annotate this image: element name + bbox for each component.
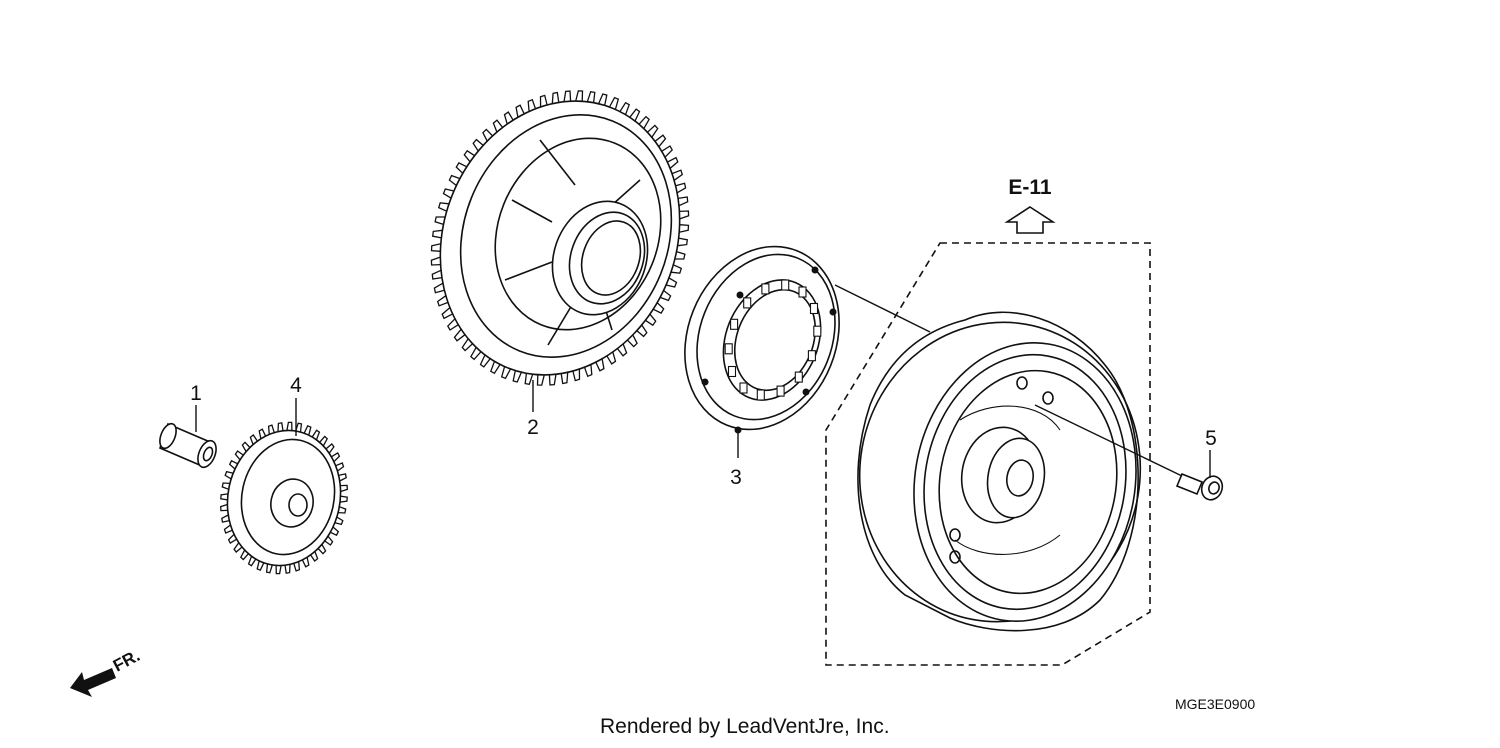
gear-tooth <box>678 196 689 207</box>
callout-3: 3 <box>730 466 742 489</box>
flywheel-rotor[interactable] <box>836 300 1164 644</box>
gear-tooth <box>524 373 534 386</box>
part-1-reduction-gear-shaft[interactable] <box>157 421 220 470</box>
part-2-starter-driven-gear[interactable] <box>400 65 720 412</box>
gear-tooth <box>671 169 684 181</box>
gear-tooth <box>436 295 449 307</box>
reference-label[interactable]: E-11 <box>1008 176 1052 199</box>
gear-tooth <box>256 560 265 572</box>
gear-tooth <box>295 422 303 433</box>
sprag-roller <box>798 286 807 298</box>
gear-tooth <box>563 90 572 102</box>
gear-tooth <box>433 282 445 294</box>
gear-tooth <box>338 506 347 514</box>
gear-tooth <box>338 473 347 482</box>
flywheel-group-outline <box>825 242 1151 666</box>
gear-tooth <box>548 374 557 386</box>
gear-tooth <box>220 503 228 512</box>
sprag-roller <box>807 350 816 362</box>
gear-tooth <box>512 370 522 383</box>
gear-tooth <box>583 364 593 378</box>
gear-tooth <box>619 101 631 115</box>
gear-tooth <box>572 368 581 382</box>
gear-tooth <box>527 98 537 112</box>
gear-tooth <box>303 424 312 436</box>
gear-tooth <box>675 182 687 194</box>
sprag-roller <box>727 365 737 378</box>
sprag-roller <box>809 302 819 315</box>
sprag-roller <box>761 283 770 295</box>
gear-tooth <box>575 90 584 102</box>
gear-tooth <box>220 493 229 501</box>
gear-tooth <box>430 243 441 252</box>
gear-tooth <box>284 564 291 574</box>
gear-tooth <box>340 484 348 493</box>
gear-tooth <box>667 156 679 169</box>
gear-tooth <box>608 96 620 110</box>
gear-tooth <box>670 264 683 274</box>
sprag-roller <box>756 389 765 401</box>
gear-tooth <box>286 421 293 431</box>
front-direction-arrow-icon <box>70 668 116 697</box>
gear-tooth <box>598 93 608 106</box>
gear-tooth <box>500 366 512 380</box>
center-line-clutch <box>834 284 931 333</box>
sprag-roller <box>730 318 739 330</box>
gear-tooth <box>221 482 230 490</box>
gear-tooth <box>679 224 690 233</box>
callout-4: 4 <box>290 374 302 397</box>
part-4-starter-reduction-gear[interactable] <box>215 420 353 576</box>
gear-tooth <box>489 361 501 375</box>
gear-tooth <box>434 216 446 226</box>
gear-tooth <box>674 250 686 260</box>
sprag-roller <box>781 279 790 291</box>
sprag-roller <box>743 297 752 309</box>
diagram-code: MGE3E0900 <box>1175 696 1255 712</box>
sprag-roller <box>776 385 785 397</box>
part-5-flange-bolt[interactable] <box>1175 472 1226 503</box>
gear-tooth <box>536 374 545 386</box>
gear-tooth <box>539 94 548 108</box>
center-line-bolt <box>1034 404 1183 477</box>
gear-tooth <box>431 269 442 280</box>
callout-5: 5 <box>1205 427 1217 450</box>
gear-tooth <box>221 514 230 523</box>
gear-tooth <box>437 202 450 212</box>
gear-tooth <box>431 229 443 239</box>
gear-tooth <box>430 256 441 266</box>
gear-tooth <box>339 495 348 503</box>
gear-tooth <box>265 563 273 574</box>
gear-tooth <box>586 90 596 103</box>
rendered-by-credit: Rendered by LeadVentJre, Inc. <box>600 715 890 738</box>
gear-tooth <box>275 565 282 575</box>
gear-tooth <box>551 91 560 104</box>
gear-tooth <box>679 210 690 220</box>
sprag-roller <box>813 325 822 337</box>
up-arrow-icon <box>1004 206 1056 234</box>
gear-tooth <box>277 422 284 432</box>
sprag-roller <box>739 382 748 394</box>
gear-tooth <box>560 372 569 385</box>
sprag-roller <box>724 343 733 355</box>
sprag-roller <box>794 371 803 383</box>
front-label: FR. <box>110 646 143 676</box>
gear-tooth <box>677 237 689 247</box>
part-3-one-way-clutch[interactable] <box>658 223 866 453</box>
callout-1: 1 <box>190 382 202 405</box>
callout-2: 2 <box>527 416 539 439</box>
gear-tooth <box>441 307 453 320</box>
